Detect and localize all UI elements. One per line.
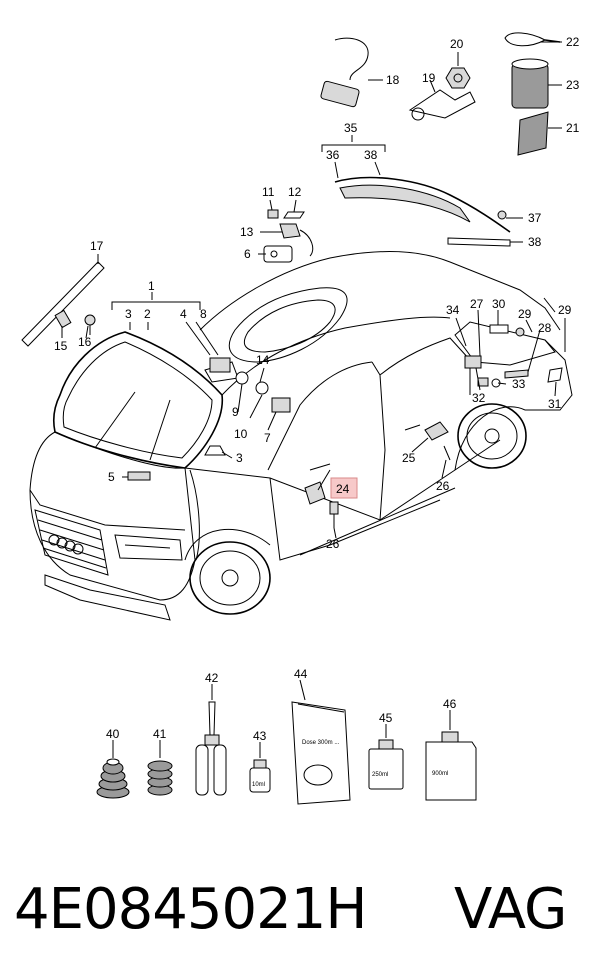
accessory-40-spring: [96, 740, 130, 799]
caption-bar: 4E0845021H VAG: [0, 860, 600, 960]
grille-bars: [37, 519, 107, 569]
callout-44: 44: [294, 667, 308, 681]
callout-14: 14: [256, 353, 270, 367]
callout-18: 18: [386, 73, 400, 87]
callout-36: 36: [326, 148, 340, 162]
part-20-nut: [445, 67, 471, 89]
callout-3: 3: [125, 307, 132, 321]
part-21-foam-pad: [517, 111, 549, 156]
callout-29: 29: [518, 307, 532, 321]
callout-17: 17: [90, 239, 104, 253]
part-3-trim: [204, 445, 226, 456]
highlight-box: [330, 477, 358, 499]
callout-40: 40: [106, 727, 120, 741]
callout-1: 1: [148, 279, 155, 293]
callout-27: 27: [470, 297, 484, 311]
leader-lines: [61, 41, 566, 539]
callout-23: 23: [566, 78, 580, 92]
callout-38: 38: [528, 235, 542, 249]
callout-labels: 1 2 3 3 4 5 6 7 8 9 10 11 12 13 14 15 16…: [54, 35, 580, 551]
part-37-clip: [497, 210, 507, 220]
callout-31: 31: [548, 397, 562, 411]
part-38-seal: [447, 237, 511, 247]
callout-5: 5: [108, 470, 115, 484]
callout-24: 24: [336, 482, 350, 496]
callout-6: 6: [244, 247, 251, 261]
rings-logo: [48, 534, 84, 555]
callout-34: 34: [446, 303, 460, 317]
callout-22: 22: [566, 35, 580, 49]
accessory-45-bottle: 250ml: [368, 724, 404, 790]
callout-20: 20: [450, 37, 464, 51]
callout-43: 43: [253, 729, 267, 743]
accessory-42-cartridge: [195, 684, 227, 796]
callout-45: 45: [379, 711, 393, 725]
part-22-cable-tie: [504, 32, 561, 47]
brand-name: VAG: [454, 877, 567, 942]
part-15-clip: [54, 309, 72, 329]
callout-16: 16: [78, 335, 92, 349]
callout-29b: 29: [558, 303, 572, 317]
callout-26b: 26: [436, 479, 450, 493]
parts-11-13-bracket: [263, 209, 314, 263]
callout-32: 32: [472, 391, 486, 405]
callout-8: 8: [200, 307, 207, 321]
callout-2: 2: [144, 307, 151, 321]
callout-15: 15: [54, 339, 68, 353]
callout-26: 26: [326, 537, 340, 551]
accessory-41-spring: [147, 740, 173, 796]
part-number: 4E0845021H: [14, 877, 368, 942]
accessory-44-bag: Dose 300m ...: [291, 679, 351, 805]
callout-41: 41: [153, 727, 167, 741]
accessory-43-bottle: 10ml: [249, 742, 271, 793]
callout-42: 42: [205, 671, 219, 685]
bag-label: Dose 300m ...: [302, 740, 340, 746]
part-17-strip: [21, 261, 105, 347]
callout-7: 7: [264, 431, 271, 445]
callout-12: 12: [288, 185, 302, 199]
parts-8-10-lamp: [209, 357, 291, 413]
callout-4: 4: [180, 307, 187, 321]
callout-3b: 3: [236, 451, 243, 465]
part-19-bracket: [408, 89, 476, 121]
part-5-pad: [127, 471, 151, 481]
part-35-seal: [334, 176, 511, 233]
callout-10: 10: [234, 427, 248, 441]
callout-30: 30: [492, 297, 506, 311]
bottle-medium-label: 250ml: [372, 772, 388, 778]
callout-46: 46: [443, 697, 457, 711]
callout-13: 13: [240, 225, 254, 239]
callout-28: 28: [538, 321, 552, 335]
parts-diagram: 1 2 3 3 4 5 6 7 8 9 10 11 12 13 14 15 16…: [21, 32, 580, 805]
bottle-small-label: 10ml: [252, 782, 265, 788]
callout-35: 35: [344, 121, 358, 135]
callout-19: 19: [422, 71, 436, 85]
callout-33: 33: [512, 377, 526, 391]
callout-25: 25: [402, 451, 416, 465]
part-23-foam-roll: [511, 58, 549, 109]
part-18-harness: [320, 37, 369, 108]
callout-9: 9: [232, 405, 239, 419]
parts-27-34-rear: [464, 324, 566, 388]
accessory-46-bottle: 900ml: [425, 710, 477, 801]
bottle-large-label: 900ml: [432, 771, 448, 777]
callout-21: 21: [566, 121, 580, 135]
part-16-clip: [84, 314, 96, 335]
car-body: [29, 251, 573, 621]
callout-11: 11: [262, 185, 275, 199]
callout-36-label: 38: [364, 148, 378, 162]
callout-37: 37: [528, 211, 542, 225]
accessory-callouts: 40 41 42 43 44 45 46: [106, 667, 457, 743]
